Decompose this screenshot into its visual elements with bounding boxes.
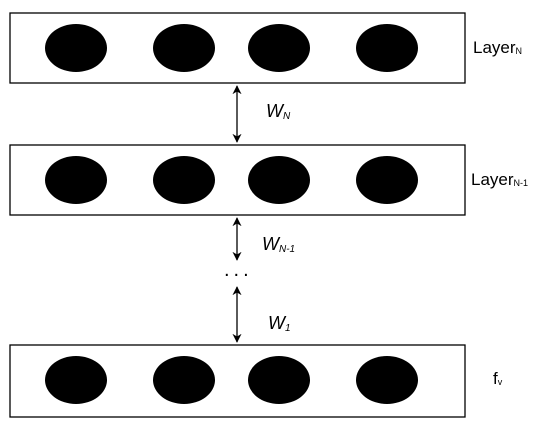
layer-fv-label: fv (493, 369, 503, 388)
layer-n-label-main: Layer (473, 38, 516, 57)
layer-n (9, 12, 466, 84)
layer-n-minus-1-node-2 (153, 156, 215, 204)
layer-n-label-sub: N (516, 46, 523, 56)
weight-wn-sub: N (283, 111, 291, 122)
layer-fv-node-2 (153, 356, 215, 404)
weight-wn-main: W (266, 101, 285, 121)
layer-fv-node-4 (356, 356, 418, 404)
layer-n-node-2 (153, 24, 215, 72)
layer-fv (9, 344, 466, 418)
layer-n-minus-1-label: LayerN-1 (471, 170, 528, 189)
weight-w1-sub: 1 (285, 323, 291, 334)
ellipsis: ... (224, 259, 253, 281)
layer-fv-node-1 (45, 356, 107, 404)
weight-label-wn: WN (266, 101, 291, 122)
layer-fv-node-3 (248, 356, 310, 404)
weight-label-wn-minus-1: WN-1 (262, 234, 295, 255)
layer-n-minus-1 (9, 144, 466, 216)
layer-fv-label-main: f (493, 369, 498, 388)
layer-n-node-3 (248, 24, 310, 72)
layer-n-minus-1-node-1 (45, 156, 107, 204)
weight-wn-minus-1-main: W (262, 234, 281, 254)
layer-n-minus-1-node-4 (356, 156, 418, 204)
layer-fv-label-sub: v (498, 377, 503, 387)
layer-n-minus-1-label-main: Layer (471, 170, 514, 189)
layer-n-node-4 (356, 24, 418, 72)
weight-w1-main: W (268, 313, 287, 333)
layer-n-label: LayerN (473, 38, 522, 57)
weight-wn-minus-1-sub: N-1 (279, 244, 295, 255)
layer-n-minus-1-label-sub: N-1 (514, 178, 529, 188)
weight-label-w1: W1 (268, 313, 291, 334)
layer-n-node-1 (45, 24, 107, 72)
layer-n-minus-1-node-3 (248, 156, 310, 204)
